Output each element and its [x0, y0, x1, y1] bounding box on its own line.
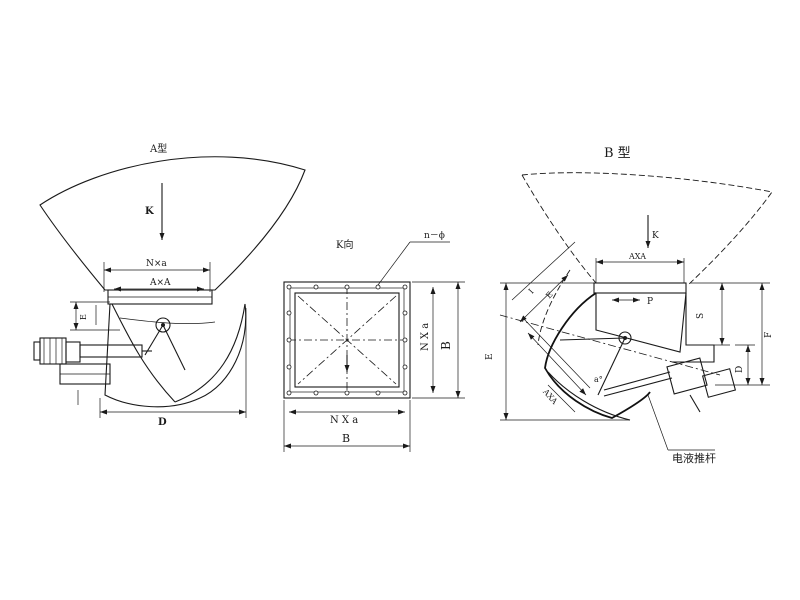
- k-view-bolt-holes: [286, 284, 408, 396]
- k-view: K向 n－ϕ N X a B N X a B: [283, 231, 465, 452]
- type-b-actuator-leader: [647, 394, 669, 451]
- k-view-b-bottom-label: B: [342, 432, 350, 445]
- type-b-title: B 型: [604, 146, 631, 161]
- type-a-d-label: D: [158, 417, 167, 428]
- type-b-k-label: K: [652, 231, 659, 241]
- type-b-hopper: [521, 172, 773, 286]
- type-a-e-label: E: [79, 314, 88, 320]
- type-a-actuator: [79, 344, 143, 358]
- type-a-k-label: K: [145, 206, 154, 217]
- type-b-p-label: P: [647, 297, 653, 307]
- type-a-hopper: [39, 156, 306, 291]
- type-b-motor: [701, 368, 737, 398]
- type-b-axa-top-label: AXA: [628, 252, 646, 261]
- type-b-d-label: D: [735, 366, 745, 373]
- type-a-title: A型: [149, 142, 167, 155]
- type-b-e-label: E: [485, 353, 495, 360]
- type-a-pivot: [155, 317, 171, 333]
- type-b-e-diag-label: E: [544, 290, 555, 300]
- type-b-cylinder: [666, 357, 708, 395]
- type-a-nxa-label: N×a: [146, 259, 167, 269]
- k-view-b-side-label: B: [439, 341, 453, 350]
- type-b-gate: [544, 292, 651, 419]
- type-b-flange: [593, 282, 687, 294]
- type-b-actuator-label: 电液推杆: [672, 451, 716, 465]
- k-view-outer-flange: [283, 281, 411, 399]
- type-a-view: A型 K N×a A×A E D: [33, 142, 306, 428]
- type-b-i-label: I: [527, 287, 536, 295]
- type-b-s-label: S: [696, 313, 706, 319]
- k-view-nxa-bottom-label: N X a: [330, 415, 358, 426]
- type-b-view: B 型 K AXA P S F D E E I AXA a° 电液推杆: [485, 146, 774, 465]
- type-b-alpha-label: a°: [594, 375, 603, 384]
- type-b-f-label: F: [764, 332, 774, 338]
- k-view-title: K向: [336, 238, 353, 251]
- k-view-holes-label: n－ϕ: [424, 231, 445, 241]
- k-view-hole-leader: [377, 241, 411, 286]
- type-b-axa-diag-label: AXA: [540, 387, 559, 407]
- k-view-nxa-side-label: N X a: [420, 323, 431, 351]
- type-a-axa-label: A×A: [149, 278, 171, 288]
- type-a-gate-body: [104, 303, 247, 408]
